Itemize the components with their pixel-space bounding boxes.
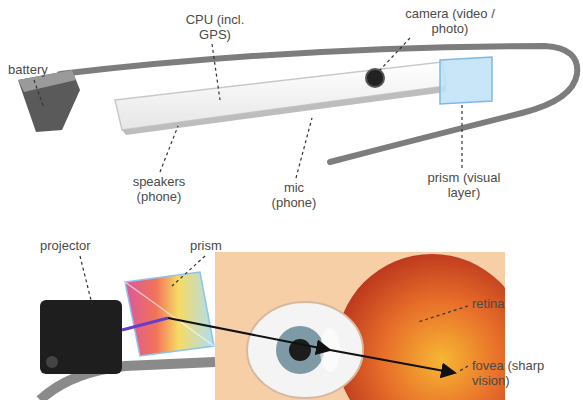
leader-lines — [34, 38, 462, 178]
part-label: prism (visual layer) — [418, 170, 510, 200]
iris — [276, 326, 324, 374]
projector-lens — [46, 356, 58, 368]
eyeball — [247, 302, 363, 398]
camera-lens — [366, 69, 384, 87]
frame-band — [60, 46, 577, 162]
projector-part — [40, 300, 122, 374]
part-label: prism — [190, 238, 250, 253]
prism-face — [125, 282, 214, 346]
housing-shadow — [122, 86, 446, 135]
light-beam — [122, 318, 168, 330]
light-ray — [330, 350, 455, 373]
battery-part — [18, 70, 80, 132]
part-label: projector — [40, 238, 120, 253]
part-label: retina — [472, 296, 542, 311]
part-label: fovea (sharp vision) — [472, 358, 572, 388]
part-label: CPU (incl. GPS) — [176, 12, 254, 42]
part-label: camera (video / photo) — [398, 6, 502, 36]
part-label: mic (phone) — [266, 180, 322, 210]
part-label: battery — [8, 62, 68, 77]
part-label: speakers (phone) — [120, 174, 198, 204]
prism-cube — [125, 272, 214, 356]
light-ray — [168, 318, 330, 350]
leader-lines — [80, 256, 468, 372]
prism-part — [440, 57, 492, 104]
